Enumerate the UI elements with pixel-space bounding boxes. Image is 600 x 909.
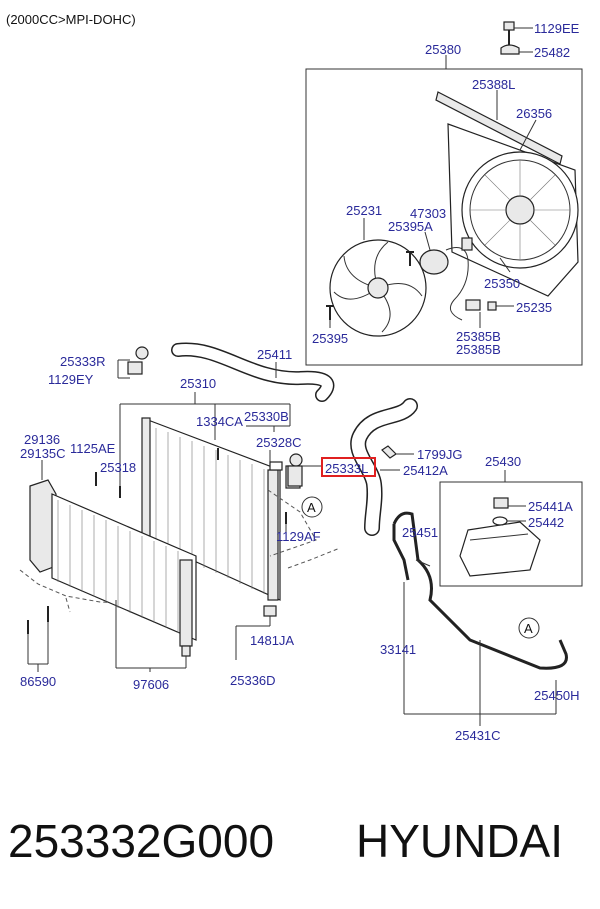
screw-25235 xyxy=(487,301,514,311)
clamp-1799jg xyxy=(381,445,414,459)
seal-25442 xyxy=(492,516,508,526)
screw-25395 xyxy=(326,305,334,328)
callout-86590: 86590 xyxy=(20,674,56,689)
part-number-text: 253332G000 xyxy=(8,815,274,867)
callout-25431c: 25431C xyxy=(455,728,501,743)
connector-25385b xyxy=(465,299,481,328)
callout-25388l: 25388L xyxy=(472,77,515,92)
callout-1129ey: 1129EY xyxy=(48,372,94,387)
callout-25333l: 25333L xyxy=(325,461,368,476)
brand-text: HYUNDAI xyxy=(356,815,563,867)
fan-shroud-group xyxy=(305,21,583,366)
callout-97606: 97606 xyxy=(133,677,169,692)
callout-25350: 25350 xyxy=(484,276,520,291)
fan-group-frame xyxy=(305,68,583,366)
reference-marker-a1: A xyxy=(301,496,323,518)
clip-25482 xyxy=(500,44,533,55)
condenser-97606 xyxy=(51,493,197,672)
callout-25441a: 25441A xyxy=(528,499,573,514)
radiator-fins xyxy=(155,428,265,594)
fan-25231 xyxy=(329,218,427,337)
callout-25235: 25235 xyxy=(516,300,552,315)
bolt-1129ee xyxy=(503,21,533,46)
callout-1129ee: 1129EE xyxy=(534,21,580,36)
shroud-26356 xyxy=(447,119,579,297)
callout-26356: 26356 xyxy=(516,106,552,121)
sensor-25333r xyxy=(117,346,149,379)
callout-29135c: 29135C xyxy=(20,446,66,461)
bolt-86590 xyxy=(27,606,49,672)
drain-plug-25336d xyxy=(235,605,277,660)
callout-33141: 33141 xyxy=(380,642,416,657)
callout-25333r: 25333R xyxy=(60,354,106,369)
seal-25328c xyxy=(269,461,283,471)
fitting-25333l xyxy=(287,465,322,487)
reservoir-group xyxy=(439,470,583,587)
svg-text:A: A xyxy=(307,500,316,515)
callout-25430: 25430 xyxy=(485,454,521,469)
callout-1481ja: 1481JA xyxy=(250,633,294,648)
callout-25411: 25411 xyxy=(257,347,292,362)
callout-1334ca: 1334CA xyxy=(196,414,243,429)
reservoir-cap-25441a xyxy=(493,497,526,509)
callout-25310: 25310 xyxy=(180,376,216,391)
callout-25395: 25395 xyxy=(312,331,348,346)
callout-25385b-1: 25385B xyxy=(456,329,501,344)
callout-25451: 25451 xyxy=(402,525,438,540)
callout-1125ae: 1125AE xyxy=(70,441,116,456)
callout-47303: 47303 xyxy=(410,206,446,221)
callout-25380: 25380 xyxy=(425,42,461,57)
screw-25395a xyxy=(406,251,414,266)
callout-25412a: 25412A xyxy=(403,463,448,478)
reservoir-frame xyxy=(439,481,583,587)
callout-25330b: 25330B xyxy=(244,409,289,424)
callout-25482: 25482 xyxy=(534,45,570,60)
callout-1129af: 1129AF xyxy=(276,529,321,544)
upper-hose-25411 xyxy=(171,342,335,402)
callout-25385b-2: 25385B xyxy=(456,342,501,357)
callout-29136: 29136 xyxy=(24,432,60,447)
callout-25328c: 25328C xyxy=(256,435,302,450)
overflow-hose-25450h xyxy=(392,511,568,726)
callout-25231: 25231 xyxy=(346,203,382,218)
engine-spec-label: (2000CC>MPI-DOHC) xyxy=(6,12,136,27)
reservoir-tank-25431 xyxy=(459,521,541,577)
callout-25395a: 25395A xyxy=(388,219,433,234)
svg-text:A: A xyxy=(524,621,533,636)
callout-1799jg: 1799JG xyxy=(417,447,463,462)
motor-47303 xyxy=(419,231,473,321)
callout-labels: 1129EE 25482 25380 25388L 26356 25231 47… xyxy=(20,21,580,743)
callout-25450h: 25450H xyxy=(534,688,580,703)
callout-25336d: 25336D xyxy=(230,673,276,688)
highlight-box-25333l xyxy=(321,457,376,477)
callout-25318: 25318 xyxy=(100,460,136,475)
callout-25442: 25442 xyxy=(528,515,564,530)
reference-marker-a2: A xyxy=(518,617,540,639)
